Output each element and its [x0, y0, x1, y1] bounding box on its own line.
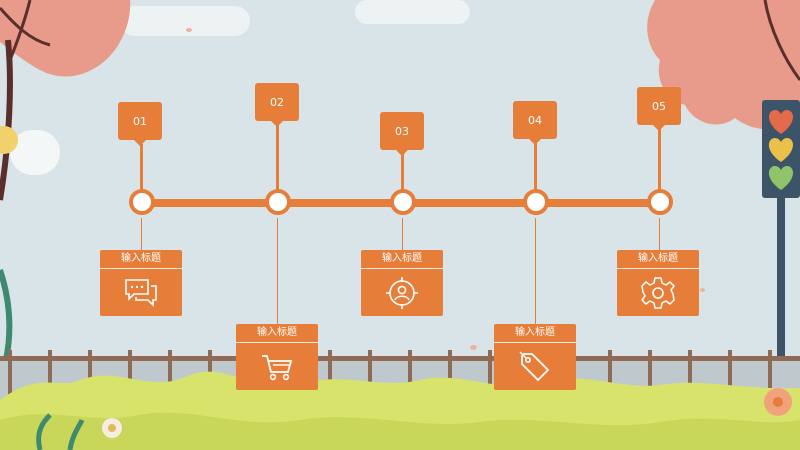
- step-04-number-flag: 04: [513, 101, 557, 145]
- grass: [0, 371, 800, 450]
- step-04-card: 输入标题: [494, 324, 576, 390]
- step-02-number-flag: 02: [255, 83, 299, 127]
- connector: [658, 129, 661, 191]
- connector: [401, 154, 404, 192]
- step-number: 02: [270, 95, 284, 109]
- step-02-card: 输入标题: [236, 324, 318, 390]
- timeline-node: [390, 189, 416, 215]
- timeline-node: [265, 189, 291, 215]
- user-target-icon: [386, 277, 418, 309]
- step-03-number-flag: 03: [380, 112, 424, 156]
- step-01-number-flag: 01: [118, 102, 162, 146]
- step-number: 03: [395, 124, 409, 138]
- connector: [140, 144, 143, 192]
- timeline-node: [647, 189, 673, 215]
- card-title: 输入标题: [236, 324, 318, 343]
- chat-icon: [125, 279, 157, 307]
- step-05-number-flag: 05: [637, 87, 681, 131]
- cart-icon: [262, 355, 293, 381]
- petal: [186, 28, 192, 32]
- connector: [277, 218, 278, 324]
- card-title: 输入标题: [494, 324, 576, 343]
- card-title: 输入标题: [100, 250, 182, 269]
- step-number: 04: [528, 113, 542, 127]
- step-number: 01: [133, 114, 147, 128]
- traffic-light-hearts: [762, 100, 800, 370]
- cloud: [10, 130, 60, 175]
- cherry-blossom-tree-right: [647, 0, 800, 130]
- card-title: 输入标题: [617, 250, 699, 269]
- cloud: [120, 6, 250, 36]
- connector: [276, 125, 279, 191]
- gear-icon: [641, 277, 675, 309]
- step-05-card: 输入标题: [617, 250, 699, 316]
- tag-icon: [519, 351, 550, 382]
- step-01-card: 输入标题: [100, 250, 182, 316]
- connector: [141, 218, 142, 250]
- fence-rail: [0, 356, 800, 361]
- timeline-node: [129, 189, 155, 215]
- cloud: [355, 0, 470, 24]
- connector: [535, 218, 536, 324]
- card-title: 输入标题: [361, 250, 443, 269]
- connector: [534, 143, 537, 191]
- connector: [659, 218, 660, 250]
- timeline-node: [523, 189, 549, 215]
- step-03-card: 输入标题: [361, 250, 443, 316]
- petal: [470, 345, 477, 350]
- petal: [700, 288, 705, 292]
- cherry-blossom-tree-left: [0, 0, 131, 361]
- step-number: 05: [652, 99, 666, 113]
- connector: [402, 218, 403, 250]
